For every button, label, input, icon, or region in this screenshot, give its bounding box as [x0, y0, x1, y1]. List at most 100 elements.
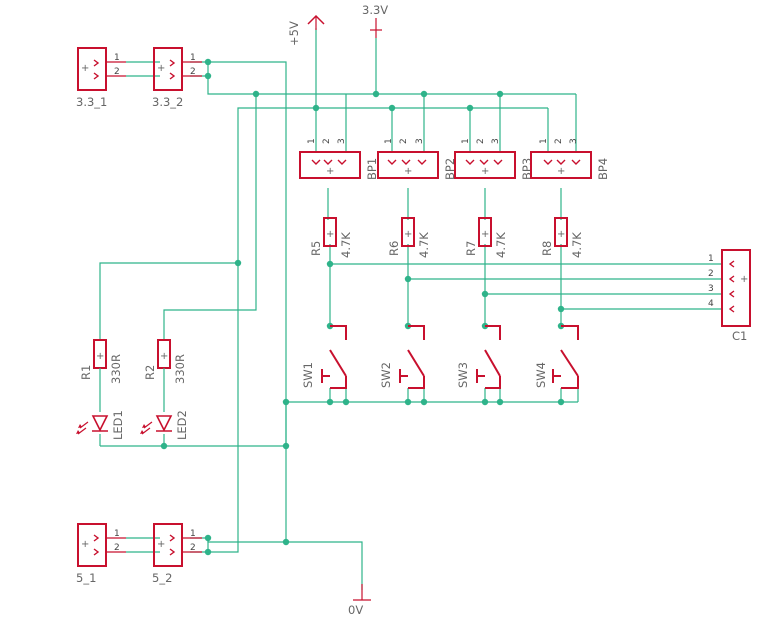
connector-5v-1: + 1 2 5_1 — [76, 523, 126, 585]
svg-text:+: + — [557, 229, 565, 240]
bp4-header: 1 2 3 + BP4 — [530, 138, 610, 180]
svg-text:+: + — [326, 229, 334, 240]
svg-text:LED1: LED1 — [111, 410, 125, 440]
svg-text:2: 2 — [114, 543, 120, 553]
svg-text:2: 2 — [554, 138, 564, 144]
ground-symbol: 0V — [348, 584, 371, 617]
wire-33-pin2 — [190, 75, 376, 95]
supply-5v-label: +5V — [287, 21, 301, 46]
svg-text:+: + — [404, 229, 412, 240]
svg-text:+: + — [81, 63, 89, 74]
resistor-r2: + R2 330R — [143, 339, 187, 384]
svg-text:1: 1 — [708, 254, 714, 264]
svg-text:+: + — [157, 63, 165, 74]
svg-text:2: 2 — [190, 67, 196, 77]
bp3-header: 1 2 3 + BP3 — [454, 138, 534, 180]
ground-label: 0V — [348, 603, 363, 617]
svg-text:1: 1 — [114, 53, 120, 63]
svg-text:1: 1 — [190, 529, 196, 539]
connector-3v3-1-label: 3.3_1 — [76, 95, 107, 109]
bp2-header: 1 2 3 + BP2 — [377, 138, 457, 180]
connector-3v3-1: + 1 2 3.3_1 — [76, 47, 126, 109]
bp1-header: 1 2 3 + BP1 — [299, 138, 379, 180]
svg-text:4.7K: 4.7K — [494, 232, 508, 258]
supply-5v-symbol: +5V — [287, 14, 325, 46]
svg-text:+: + — [81, 539, 89, 550]
svg-text:3: 3 — [337, 138, 347, 144]
svg-text:2: 2 — [476, 138, 486, 144]
svg-text:R5: R5 — [309, 241, 323, 256]
svg-text:4.7K: 4.7K — [339, 232, 353, 258]
switch-sw3: SW3 — [456, 325, 501, 389]
svg-text:1: 1 — [539, 138, 549, 144]
svg-text:LED2: LED2 — [175, 410, 189, 440]
connector-c1: + 1 2 3 4 C1 — [708, 249, 751, 343]
switch-sw2: SW2 — [379, 325, 425, 389]
svg-text:SW3: SW3 — [456, 362, 470, 388]
svg-text:SW4: SW4 — [534, 362, 548, 388]
svg-text:1: 1 — [461, 138, 471, 144]
resistor-r8: + R8 4.7K — [540, 217, 584, 258]
connector-3v3-2: + 1 2 3.3_2 — [152, 47, 202, 109]
svg-text:1: 1 — [307, 138, 317, 144]
wires — [99, 28, 722, 590]
wire-5-pin2 — [190, 107, 316, 553]
svg-text:+: + — [481, 166, 489, 177]
svg-text:SW2: SW2 — [379, 362, 393, 388]
supply-33v-symbol: 3.3V — [362, 3, 388, 38]
svg-text:+: + — [481, 229, 489, 240]
svg-text:2: 2 — [399, 138, 409, 144]
svg-text:4.7K: 4.7K — [417, 232, 431, 258]
svg-text:330R: 330R — [173, 354, 187, 384]
svg-text:+: + — [160, 351, 168, 362]
connector-3v3-2-label: 3.3_2 — [152, 95, 183, 109]
resistor-r7: + R7 4.7K — [464, 217, 508, 258]
svg-text:+: + — [96, 351, 104, 362]
svg-text:2: 2 — [190, 543, 196, 553]
connector-5v-2: + 1 2 5_2 — [152, 523, 202, 585]
svg-text:1: 1 — [190, 53, 196, 63]
svg-text:+: + — [404, 166, 412, 177]
svg-text:2: 2 — [322, 138, 332, 144]
switch-sw1: SW1 — [301, 325, 347, 389]
svg-text:+: + — [326, 166, 334, 177]
svg-text:R1: R1 — [79, 365, 93, 380]
svg-text:3: 3 — [491, 138, 501, 144]
switch-sw4: SW4 — [534, 325, 579, 389]
svg-text:R7: R7 — [464, 241, 478, 256]
svg-text:4: 4 — [708, 299, 714, 309]
junctions — [160, 58, 565, 556]
svg-text:2: 2 — [114, 67, 120, 77]
bp4-label: BP4 — [596, 158, 610, 180]
svg-text:SW1: SW1 — [301, 362, 315, 388]
svg-text:R2: R2 — [143, 365, 157, 380]
svg-text:330R: 330R — [109, 354, 123, 384]
svg-text:R8: R8 — [540, 241, 554, 256]
svg-text:+: + — [557, 166, 565, 177]
wire-33v-rail — [375, 38, 576, 95]
wire-33-pin1 — [190, 61, 287, 542]
svg-text:+: + — [740, 274, 748, 285]
resistor-r5: + R5 4.7K — [309, 217, 353, 258]
connector-5v-1-label: 5_1 — [76, 571, 96, 585]
connector-5v-2-label: 5_2 — [152, 571, 172, 585]
resistor-r1: + R1 330R — [79, 339, 123, 384]
svg-text:R6: R6 — [387, 241, 401, 256]
svg-text:1: 1 — [114, 529, 120, 539]
svg-text:1: 1 — [384, 138, 394, 144]
svg-text:3: 3 — [708, 284, 714, 294]
led-led1: LED1 — [76, 410, 125, 440]
wire-5-pin1 — [190, 537, 363, 590]
svg-text:2: 2 — [708, 269, 714, 279]
led-led2: LED2 — [140, 410, 189, 440]
bp2-label: BP2 — [443, 158, 457, 180]
connector-c1-label: C1 — [732, 329, 747, 343]
resistor-r6: + R6 4.7K — [387, 217, 431, 258]
svg-text:3: 3 — [415, 138, 425, 144]
svg-text:4.7K: 4.7K — [570, 232, 584, 258]
supply-33v-label: 3.3V — [362, 3, 388, 17]
bp1-label: BP1 — [365, 158, 379, 180]
svg-text:+: + — [157, 539, 165, 550]
svg-text:3: 3 — [569, 138, 579, 144]
